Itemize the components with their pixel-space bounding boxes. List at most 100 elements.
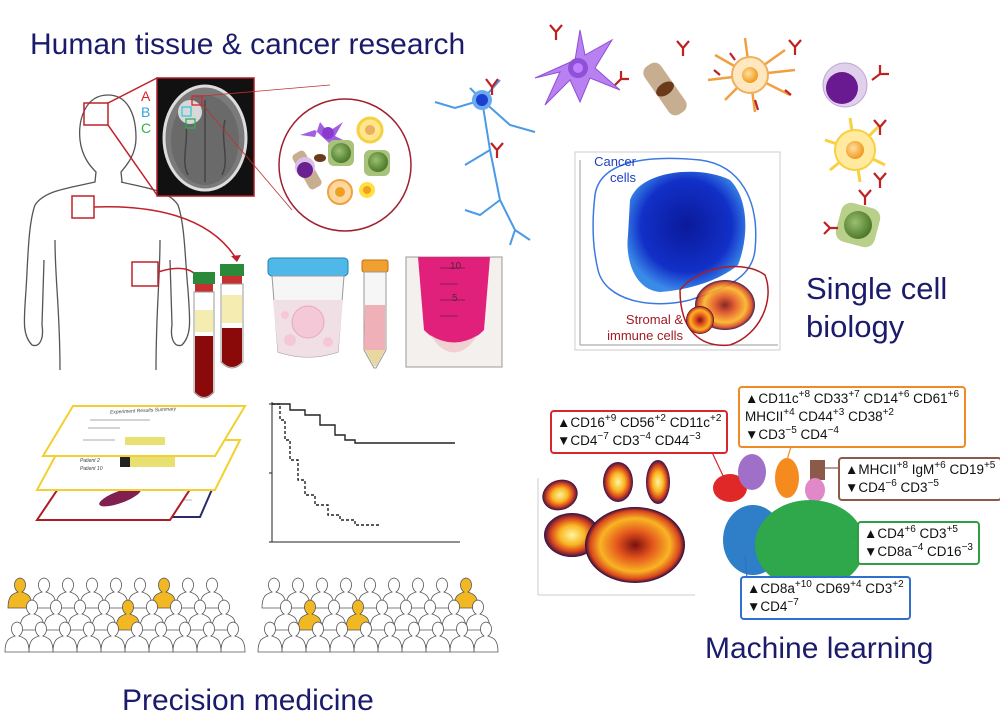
tube-scale-5: 5 [452, 293, 458, 304]
mri-label-b: B [141, 104, 151, 120]
patient-highlighted [453, 577, 479, 609]
marker-line-down: ▼CD4−7 CD3−4 CD44−3 [557, 432, 721, 450]
marker-box-red-cluster: ▲CD16+9 CD56+2 CD11c+2▼CD4−7 CD3−4 CD44−… [550, 410, 729, 454]
marker-fold-change: +6 [897, 389, 910, 400]
mri-label-c: C [141, 120, 152, 136]
marker-cd69: CD69+4 [811, 579, 862, 597]
marker-line-up: ▲CD8a+10 CD69+4 CD3+2 [747, 580, 904, 598]
marker-line-down: ▼CD3−5 CD4−4 [745, 426, 959, 444]
patient [309, 577, 335, 609]
body-region-boxes [71, 77, 238, 287]
marker-line-up: ▲MHCII+8 IgM+6 CD19+5 [845, 461, 995, 479]
report-stack [35, 405, 247, 521]
marker-mhcii: MHCII+4 [745, 407, 795, 425]
patient [67, 599, 93, 631]
patient [76, 621, 102, 653]
patient [43, 599, 69, 631]
patient [353, 621, 379, 653]
patient [28, 621, 54, 653]
marker-line-up: ▲CD16+9 CD56+2 CD11c+2 [557, 414, 721, 432]
patient [473, 621, 499, 653]
marker-fold-change: −4 [911, 542, 924, 553]
patient [281, 621, 307, 653]
marker-fold-change: +8 [798, 389, 811, 400]
patient [329, 621, 355, 653]
marker-fold-change: +8 [896, 460, 909, 471]
marker-cd4: CD4−4 [796, 425, 839, 443]
patient [425, 621, 451, 653]
patient-population [4, 577, 499, 653]
brain-mri-image [156, 77, 255, 197]
marker-fold-change: +9 [604, 413, 617, 424]
marker-line-up: ▲CD4+6 CD3+5 [864, 525, 973, 543]
marker-fold-change: −7 [597, 431, 609, 442]
tumor-cells-circle [278, 98, 412, 232]
purple-dendritic-cell [534, 29, 621, 106]
patient [31, 577, 57, 609]
marker-mhcii: MHCII+8 [858, 460, 909, 478]
marker-fold-change: +5 [946, 524, 958, 535]
marker-fold-change: −5 [785, 425, 797, 436]
human-body-outline [23, 94, 191, 371]
patient [4, 621, 30, 653]
marker-cd3: CD3−5 [896, 478, 939, 496]
marker-box-blue-cluster: ▲CD8a+10 CD69+4 CD3+2▼CD4−7 [740, 576, 911, 620]
patient [19, 599, 45, 631]
marker-line-up2: MHCII+4 CD44+3 CD38+2 [745, 408, 959, 426]
patient [175, 577, 201, 609]
marker-cd3: CD3+5 [915, 524, 958, 542]
tube-scale-10: 10 [450, 261, 462, 272]
marker-cd38: CD38+2 [844, 407, 894, 425]
patient [172, 621, 198, 653]
marker-fold-change: −3 [961, 542, 973, 553]
down-triangle-icon: ▼ [745, 427, 759, 442]
tissue-sample-jar [267, 257, 349, 358]
patient [261, 577, 287, 609]
marker-cd8a: CD8a−4 [877, 542, 924, 560]
patient [449, 621, 475, 653]
marker-fold-change: +2 [654, 413, 666, 424]
patient [127, 577, 153, 609]
marker-cd61: CD61+6 [909, 389, 960, 407]
marker-cd4: CD4−7 [760, 597, 799, 615]
marker-fold-change: −6 [885, 478, 897, 489]
marker-cd44: CD44+3 [794, 407, 845, 425]
marker-fold-change: +5 [983, 460, 996, 471]
marker-cd44: CD44−3 [650, 431, 701, 449]
marker-cd4: CD4−6 [858, 478, 897, 496]
report-patient-b: Patient 10 [80, 466, 103, 472]
section-title-ml: Machine learning [705, 632, 934, 665]
patient [91, 599, 117, 631]
marker-fold-change: +6 [947, 389, 960, 400]
marker-fold-change: +2 [892, 579, 904, 590]
patient [405, 577, 431, 609]
marker-cd16: CD16+9 [570, 413, 617, 431]
fibroblast-cell [643, 62, 687, 116]
patient [257, 621, 283, 653]
marker-cd8a: CD8a+10 [760, 579, 812, 597]
patient [163, 599, 189, 631]
marker-fold-change: −7 [787, 597, 799, 608]
marker-cd56: CD56+2 [616, 413, 666, 431]
patient [100, 621, 126, 653]
patient-highlighted [151, 577, 177, 609]
b-cell [822, 62, 868, 108]
up-triangle-icon: ▲ [845, 462, 859, 477]
patient [199, 577, 225, 609]
marker-fold-change: −4 [827, 425, 839, 436]
patient [55, 577, 81, 609]
patient [79, 577, 105, 609]
patient [401, 621, 427, 653]
marker-cd3: CD3−4 [608, 431, 651, 449]
marker-fold-change: +7 [848, 389, 860, 400]
marker-cd19: CD19+5 [945, 460, 996, 478]
marker-cd11c: CD11c+8 [758, 389, 811, 407]
marker-cd3: CD3−5 [758, 425, 797, 443]
patient [429, 577, 455, 609]
patient [103, 577, 129, 609]
marker-fold-change: −3 [689, 431, 701, 442]
up-triangle-icon: ▲ [864, 526, 878, 541]
patient [196, 621, 222, 653]
